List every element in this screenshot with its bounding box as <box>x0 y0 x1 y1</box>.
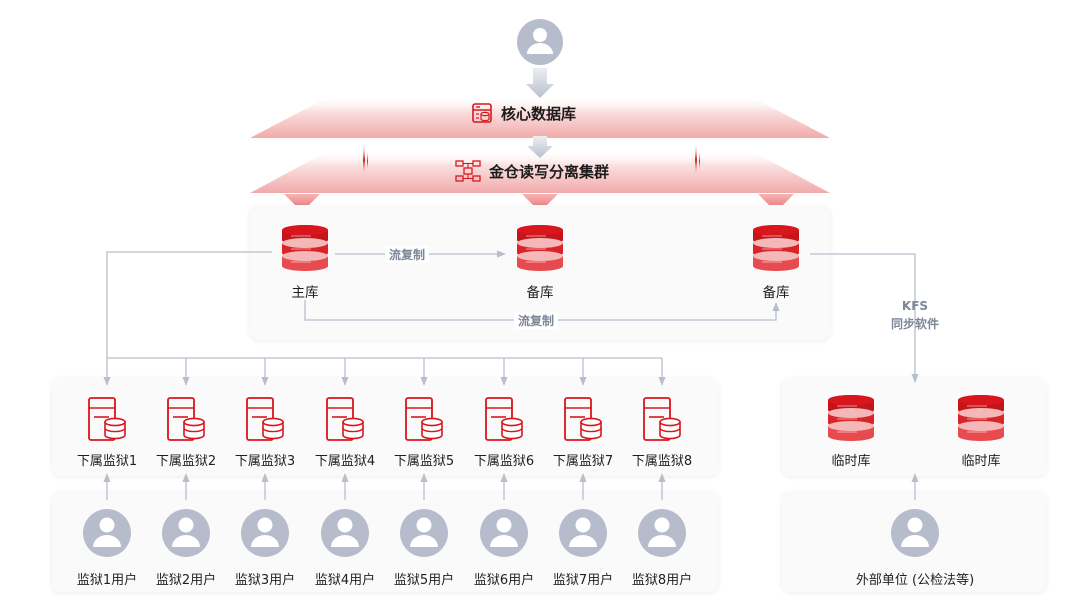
prison-user-label: 监狱4用户 <box>314 573 376 588</box>
core-db-banner <box>250 96 830 138</box>
prison-user-icon <box>400 509 448 557</box>
top-user-arrow <box>526 68 554 98</box>
prison-user-label: 监狱3用户 <box>234 573 296 588</box>
sub-prison-label: 下属监狱2 <box>155 454 217 469</box>
prison-user-label: 监狱8用户 <box>631 573 693 588</box>
kfs-label: KFS 同步软件 <box>891 297 939 333</box>
temp-database-icons <box>828 395 1004 441</box>
prison-user-icon <box>162 509 210 557</box>
kfs-label-line2: 同步软件 <box>890 317 940 331</box>
prison-server-icon <box>167 397 205 441</box>
prison-user-label: 监狱5用户 <box>393 573 455 588</box>
prison-user-icon <box>638 509 686 557</box>
sub-prison-label: 下属监狱8 <box>631 454 693 469</box>
prison-server-icon <box>246 397 284 441</box>
core-db-title-text: 核心数据库 <box>501 104 577 123</box>
sub-prison-label: 下属监狱3 <box>234 454 296 469</box>
prison-user-icon <box>559 509 607 557</box>
temp-db-label: 临时库 <box>831 454 871 469</box>
mid-arrow <box>527 136 553 158</box>
sub-prison-icons <box>88 397 681 441</box>
prison-user-icon <box>480 509 528 557</box>
prison-server-icon <box>485 397 523 441</box>
standby-db-1-label: 备库 <box>526 285 554 301</box>
prison-server-icon <box>326 397 364 441</box>
prison-server-icon <box>643 397 681 441</box>
cluster-title-text: 金仓读写分离集群 <box>489 162 610 181</box>
cluster-panel <box>250 205 830 340</box>
temp-db-icon <box>828 395 874 441</box>
prison-user-label: 监狱2用户 <box>155 573 217 588</box>
cluster-title: 金仓读写分离集群 <box>455 160 609 182</box>
primary-db-label: 主库 <box>291 285 319 301</box>
temp-db-icon <box>958 395 1004 441</box>
prison-users-panel <box>52 492 718 592</box>
temp-db-panel <box>782 378 1046 476</box>
prison-server-icon <box>405 397 443 441</box>
primary-db-icon <box>282 225 328 271</box>
prison-server-icon <box>564 397 602 441</box>
replication-label-bottom: 流复制 <box>514 312 559 329</box>
temp-db-label: 临时库 <box>961 454 1001 469</box>
cluster-drops <box>284 194 794 212</box>
prison-user-label: 监狱1用户 <box>76 573 138 588</box>
prison-user-icons <box>83 509 686 557</box>
cluster-network-icon <box>455 160 481 182</box>
user-up-arrows <box>103 473 666 500</box>
sub-prison-label: 下属监狱6 <box>473 454 535 469</box>
cluster-banner <box>250 150 830 193</box>
sub-prison-label: 下属监狱4 <box>314 454 376 469</box>
replication-label-top: 流复制 <box>385 246 430 263</box>
sub-prisons-panel <box>52 378 718 476</box>
prison-user-label: 监狱7用户 <box>552 573 614 588</box>
sub-prison-label: 下属监狱1 <box>76 454 138 469</box>
sub-prison-label: 下属监狱5 <box>393 454 455 469</box>
prison-user-icon <box>321 509 369 557</box>
prison-user-icon <box>241 509 289 557</box>
sub-prison-label: 下属监狱7 <box>552 454 614 469</box>
standby-db-1-icon <box>517 225 563 271</box>
standby-db-2-label: 备库 <box>762 285 790 301</box>
accent-ticks <box>363 143 700 177</box>
main-databases <box>282 225 799 271</box>
database-server-icon <box>472 103 492 123</box>
core-db-title: 核心数据库 <box>471 102 576 124</box>
external-user-icon <box>891 509 939 557</box>
standby-db-2-icon <box>753 225 799 271</box>
kfs-label-line1: KFS <box>901 299 929 313</box>
prison-server-icon <box>88 397 126 441</box>
external-unit-label: 外部单位 (公检法等) <box>855 573 975 588</box>
prison-user-label: 监狱6用户 <box>473 573 535 588</box>
top-user <box>517 19 563 65</box>
prison-user-icon <box>83 509 131 557</box>
